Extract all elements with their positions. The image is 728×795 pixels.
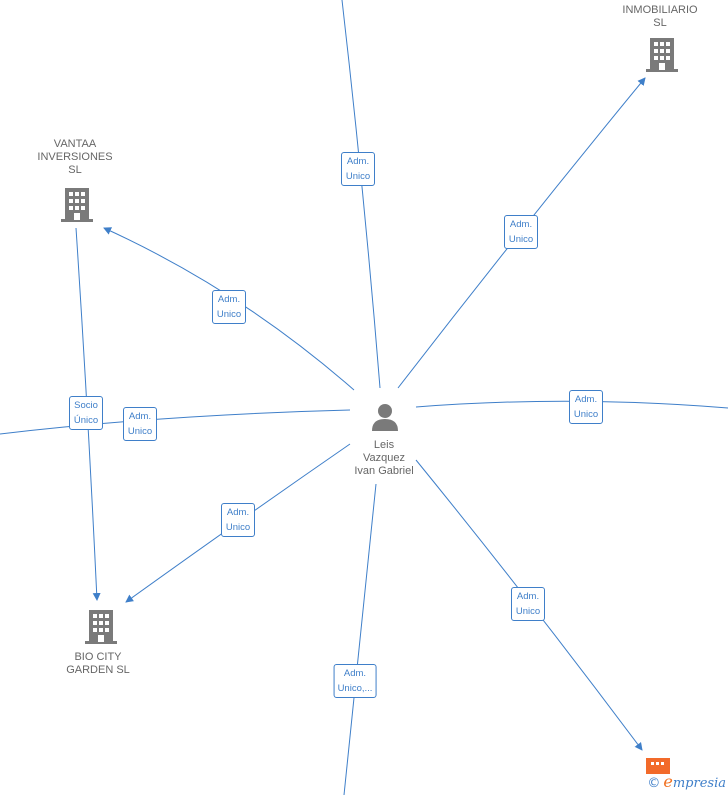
edge-label-left[interactable]: Adm. Unico <box>123 407 157 441</box>
building-icon[interactable] <box>61 188 93 227</box>
copyright-symbol: © <box>647 776 661 791</box>
building-icon[interactable] <box>646 38 678 77</box>
edge-label-bottom-right[interactable]: Adm. Unico <box>511 587 545 621</box>
company-name-biocity[interactable]: BIO CITY GARDEN SL <box>66 651 130 676</box>
company-name-vantaa[interactable]: VANTAA INVERSIONES SL <box>37 138 113 176</box>
edge-label-top[interactable]: Adm. Unico <box>341 152 375 186</box>
edge-bottom <box>343 483 377 795</box>
edge-top <box>341 0 381 389</box>
company-name-inmobiliario[interactable]: INMOBILIARIO SL <box>622 4 698 29</box>
edge-label-bottom[interactable]: Adm. Unico,... <box>333 664 377 698</box>
edge-label-vantaa[interactable]: Adm. Unico <box>212 290 246 324</box>
edge-label-vantaa-biocity[interactable]: Socio Único <box>69 396 103 430</box>
building-icon[interactable] <box>85 610 117 649</box>
person-icon[interactable] <box>370 402 400 437</box>
brand-name: mpresia <box>672 776 726 791</box>
edge-left <box>0 409 351 435</box>
center-person-name[interactable]: Leis Vazquez Ivan Gabriel <box>354 439 414 477</box>
edge-label-right[interactable]: Adm. Unico <box>569 390 603 424</box>
brand-initial: e <box>663 772 673 791</box>
edge-label-inmobiliario[interactable]: Adm. Unico <box>504 215 538 249</box>
building-icon[interactable] <box>646 758 670 779</box>
edge-label-biocity[interactable]: Adm. Unico <box>221 503 255 537</box>
brand-watermark: ©empresia <box>647 772 726 791</box>
